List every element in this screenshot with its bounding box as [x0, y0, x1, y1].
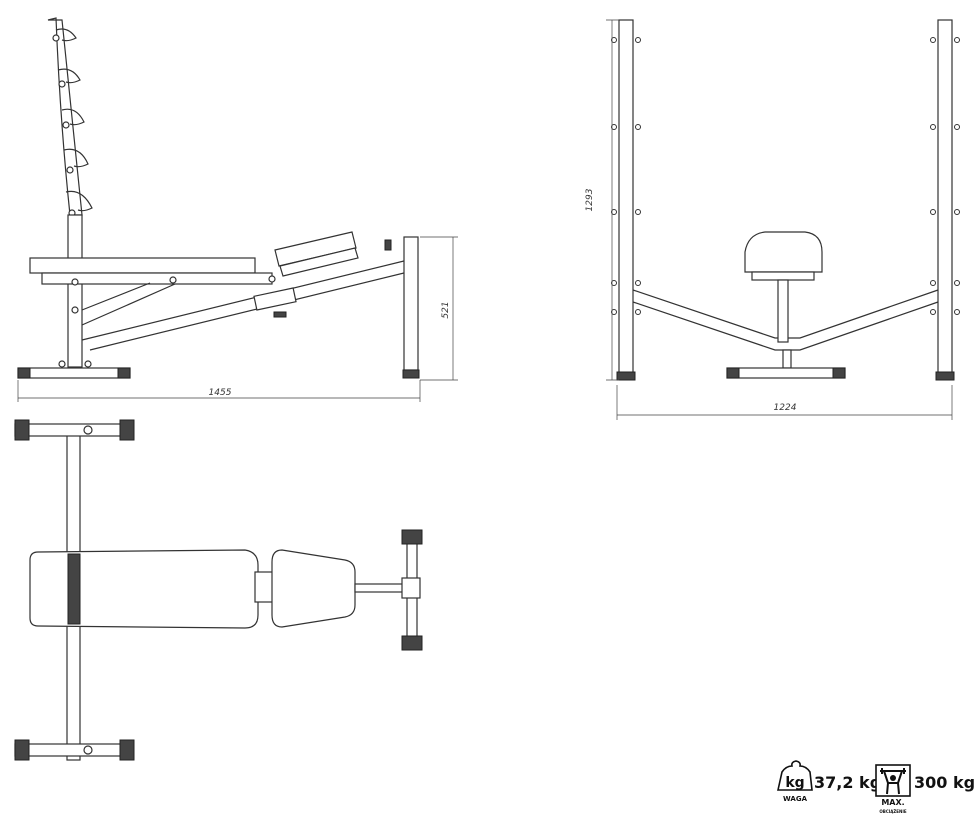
side-view: 1455 521	[17, 17, 458, 402]
back-pad	[274, 231, 357, 267]
left-post	[618, 19, 634, 376]
max-load-value: 300 kg	[914, 773, 975, 792]
dimension-label: 521	[441, 301, 451, 318]
upright-top	[47, 17, 83, 216]
front-view: 1293 1224	[585, 19, 960, 420]
max-subcaption: OBCIĄŻENIE	[879, 809, 906, 814]
dimension-label: 1224	[774, 403, 797, 413]
knob	[273, 311, 287, 318]
specs-badge: kg WAGA 37,2 kg MAX. OBCIĄŻENIE 300 kg	[777, 760, 975, 814]
top-view	[14, 419, 423, 761]
incline-rail	[81, 259, 409, 351]
bar-hooks	[52, 28, 93, 217]
dimension-front-height: 1293	[585, 19, 619, 381]
backrest-top	[271, 549, 356, 628]
foot-bar	[726, 367, 846, 379]
dimension-length: 1455	[17, 380, 421, 402]
right-post	[937, 19, 953, 376]
upright-post	[67, 214, 83, 368]
adjust-sleeve	[253, 287, 297, 311]
weight-value: 37,2 kg	[814, 773, 881, 792]
seat-front	[744, 231, 823, 273]
front-foot-top	[14, 423, 134, 437]
svg-text:kg: kg	[785, 775, 804, 791]
rear-leg	[403, 236, 419, 371]
dimension-front-width: 1224	[616, 385, 953, 420]
seat-top	[29, 549, 259, 629]
support-column	[777, 279, 789, 343]
max-caption: MAX.	[881, 798, 904, 807]
weight-caption: WAGA	[783, 795, 808, 803]
front-foot-bottom	[14, 743, 134, 757]
weight-icon: kg	[777, 760, 813, 791]
weightlifter-icon	[875, 764, 911, 797]
seat-pad	[29, 257, 256, 274]
brace	[81, 282, 176, 326]
front-foot	[17, 367, 131, 379]
dimension-height: 521	[420, 236, 458, 381]
dimension-label: 1293	[585, 188, 595, 211]
dimension-label: 1455	[209, 388, 232, 398]
